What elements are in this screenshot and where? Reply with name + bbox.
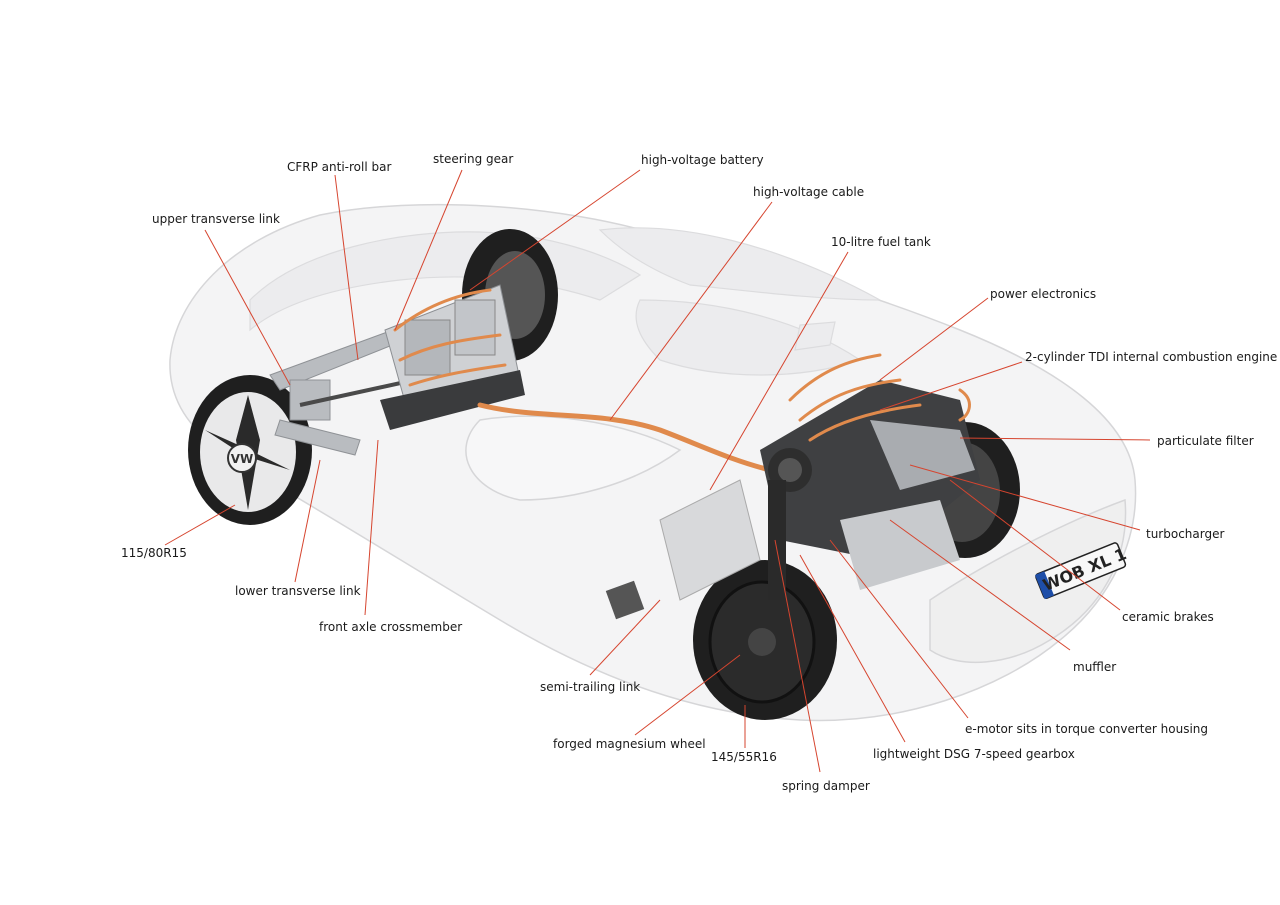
label-magnesium-wheel: forged magnesium wheel [553,737,706,751]
label-steering-gear: steering gear [433,152,513,166]
label-tdi-engine: 2-cylinder TDI internal combustion engin… [1025,350,1277,364]
label-tyre-front: 115/80R15 [121,546,187,560]
callout-labels: upper transverse link CFRP anti-roll bar… [121,152,1277,793]
label-dsg-gearbox: lightweight DSG 7-speed gearbox [873,747,1075,761]
label-ceramic-brakes: ceramic brakes [1122,610,1214,624]
label-cfrp-anti-roll-bar: CFRP anti-roll bar [287,160,391,174]
rear-near-wheel [693,560,837,720]
hv-cable [477,402,773,473]
label-fuel-tank: 10-litre fuel tank [831,235,931,249]
label-particulate-filter: particulate filter [1157,434,1254,448]
label-muffler: muffler [1073,660,1116,674]
label-e-motor: e-motor sits in torque converter housing [965,722,1208,736]
label-high-voltage-battery: high-voltage battery [641,153,764,167]
engine-assembly [605,353,980,620]
label-lower-transverse-link: lower transverse link [235,584,361,598]
label-high-voltage-cable: high-voltage cable [753,185,864,199]
label-power-electronics: power electronics [990,287,1096,301]
leader-lines [164,169,1151,773]
front-wheel: VW [188,375,312,525]
label-upper-transverse-link: upper transverse link [152,212,280,226]
label-spring-damper: spring damper [782,779,870,793]
label-semi-trailing-link: semi-trailing link [540,680,640,694]
label-turbocharger: turbocharger [1146,527,1224,541]
license-plate: WOB XL 1 [1035,542,1129,600]
label-tyre-rear: 145/55R16 [711,750,777,764]
vw-logo-icon: VW [231,452,254,466]
battery-pack [380,284,525,430]
label-front-axle-crossmember: front axle crossmember [319,620,462,634]
